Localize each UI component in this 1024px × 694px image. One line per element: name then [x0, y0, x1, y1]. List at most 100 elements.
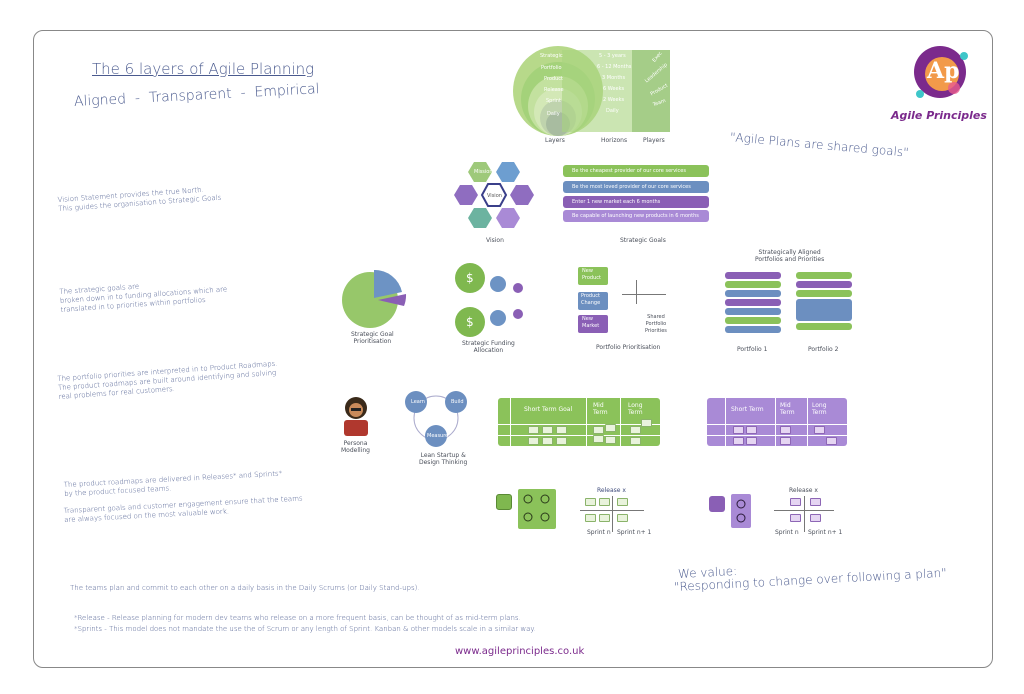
green-mid: Mid Term	[593, 402, 608, 416]
lean-build: Build	[451, 399, 464, 405]
strategic-goals-caption: Strategic Goals	[620, 237, 666, 244]
green-card	[630, 426, 641, 434]
green-card	[593, 435, 604, 443]
svg-text:$: $	[466, 315, 474, 329]
purple-sprint-n: Sprint n	[775, 529, 799, 536]
lean-measure: Measure	[427, 433, 449, 439]
purple-sprint-card	[810, 514, 821, 522]
funding-caption: Strategic Funding Allocation	[462, 340, 515, 354]
persona-caption: Persona Modelling	[341, 440, 370, 454]
goal-2: Be the most loved provider of our core s…	[572, 184, 691, 190]
green-card	[641, 419, 652, 427]
purple-sprint-card	[790, 514, 801, 522]
green-sprint-card	[585, 514, 596, 522]
green-sprint-n1: Sprint n+ 1	[617, 529, 652, 536]
goal-prio-caption: Strategic Goal Prioritisation	[351, 331, 394, 345]
page-title: The 6 layers of Agile Planning	[92, 60, 315, 78]
poster-frame	[33, 30, 993, 668]
portfolio-stack-2	[794, 272, 854, 338]
green-sprint-card	[617, 498, 628, 506]
new-product-label: New Product	[582, 268, 601, 281]
green-sprint-card	[617, 514, 628, 522]
goal-4: Be capable of launching new products in …	[572, 213, 699, 219]
goal-bar-1	[563, 165, 709, 177]
green-card	[542, 437, 553, 445]
note-daily: The teams plan and commit to each other …	[70, 584, 420, 592]
vision-caption: Vision	[486, 237, 504, 244]
horizon-1: 6 - 12 Months	[597, 64, 632, 70]
layer-strategic: Strategic	[540, 53, 563, 59]
goal-bar-4	[563, 210, 709, 222]
purple-card	[780, 426, 791, 434]
horizon-3: 6 Weeks	[603, 86, 625, 92]
footnote-sprints: *Sprints - This model does not mandate t…	[74, 625, 536, 633]
purple-card	[733, 437, 744, 445]
purple-release-divider	[804, 496, 805, 532]
portfolio1-caption: Portfolio 1	[737, 346, 768, 353]
col-horizons: Horizons	[601, 137, 628, 144]
vision-center: Vision	[487, 193, 502, 199]
green-card	[630, 437, 641, 445]
product-change-label: Product Change	[581, 293, 601, 306]
green-team-board	[518, 489, 556, 529]
purple-mid: Mid Term	[780, 402, 795, 416]
portfolio-prio-caption: Portfolio Prioritisation	[596, 344, 661, 351]
col-players: Players	[643, 137, 665, 144]
purple-card	[780, 437, 791, 445]
new-market-box	[578, 315, 608, 333]
green-card	[556, 437, 567, 445]
green-sprint-card	[585, 498, 596, 506]
horizon-2: 3 Months	[602, 75, 626, 81]
vision-hexagons	[454, 160, 534, 232]
green-card	[605, 424, 616, 432]
quadrant-axis	[622, 294, 666, 295]
green-card	[528, 437, 539, 445]
goal-prioritisation-pie	[340, 269, 410, 330]
layers-diagram	[510, 46, 675, 146]
footnote-release: *Release - Release planning for modern d…	[74, 614, 521, 622]
vision-mission: Mission	[474, 169, 493, 175]
green-sprint-card	[599, 498, 610, 506]
horizon-5: Daily	[606, 108, 619, 114]
layer-release: Release	[544, 87, 564, 93]
green-short: Short Term Goal	[524, 406, 573, 413]
lean-cycle	[404, 390, 468, 450]
layer-daily: Daily	[547, 111, 560, 117]
green-backlog-stack	[496, 494, 512, 510]
portfolio-stack-1	[723, 272, 783, 338]
portfolio2-caption: Portfolio 2	[808, 346, 839, 353]
green-card	[556, 426, 567, 434]
product-change-box	[578, 292, 608, 310]
purple-card	[814, 426, 825, 434]
green-card	[542, 426, 553, 434]
funding-coins: $ $	[454, 262, 534, 338]
purple-card	[733, 426, 744, 434]
green-release-divider	[612, 496, 613, 532]
persona-avatar	[340, 396, 372, 436]
layer-portfolio: Portfolio	[541, 65, 562, 71]
new-market-label: New Market	[582, 316, 600, 329]
layer-sprint: Sprint	[546, 98, 561, 104]
purple-card	[746, 437, 757, 445]
lean-caption: Lean Startup & Design Thinking	[419, 452, 468, 466]
purple-sprint-n1: Sprint n+ 1	[808, 529, 843, 536]
horizon-0: 5 - 3 years	[599, 53, 626, 59]
purple-backlog-stack	[709, 496, 725, 512]
layer-product: Product	[544, 76, 563, 82]
purple-roadmap	[707, 398, 847, 446]
green-card	[593, 426, 604, 434]
website-url[interactable]: www.agileprinciples.co.uk	[455, 646, 585, 657]
green-card	[605, 436, 616, 444]
purple-sprint-card	[790, 498, 801, 506]
green-sprint-n: Sprint n	[587, 529, 611, 536]
brand-name: Agile Principles	[891, 109, 987, 122]
shared-label: Shared Portfolio Priorities	[645, 314, 667, 334]
purple-sprint-card	[810, 498, 821, 506]
purple-release-axis	[774, 510, 834, 511]
purple-short: Short Term	[731, 406, 764, 413]
logo-text: Ap	[927, 58, 960, 84]
new-product-box	[578, 267, 608, 285]
goal-1: Be the cheapest provider of our core ser…	[572, 168, 686, 174]
goal-bar-3	[563, 196, 709, 208]
svg-text:$: $	[466, 271, 474, 285]
